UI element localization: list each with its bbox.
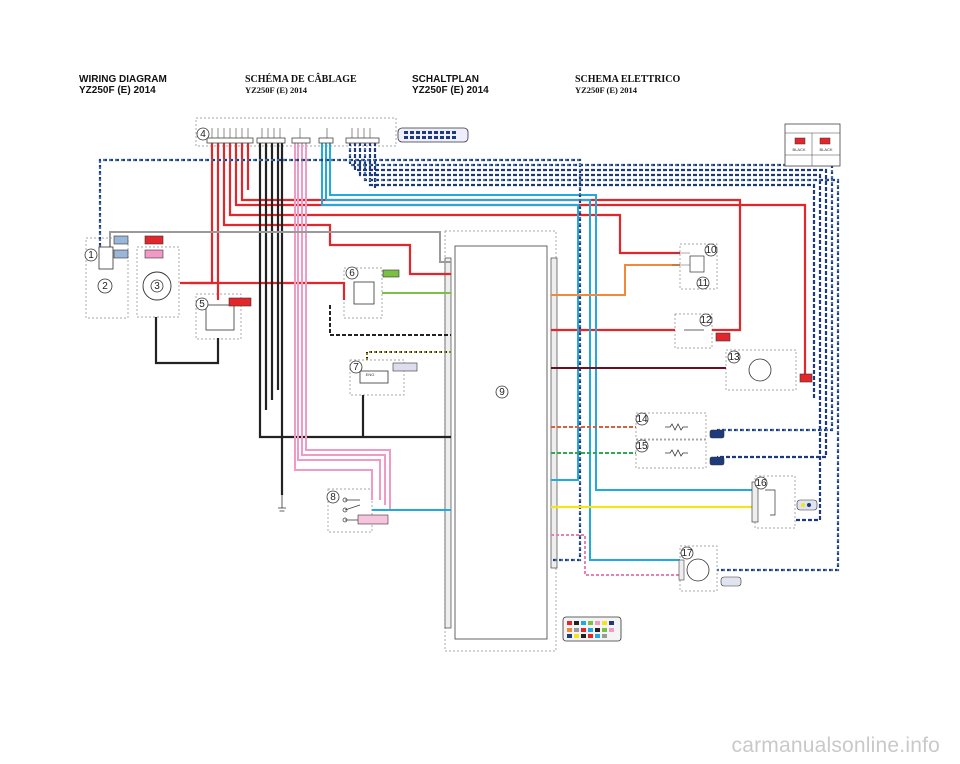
engine-label: ENG	[366, 372, 375, 377]
black-yellow-wire	[366, 351, 451, 360]
relay-box	[679, 243, 718, 290]
badge-7: 7	[349, 360, 363, 374]
pink-dark-wire	[551, 534, 680, 576]
ac-magneto-box	[136, 246, 180, 318]
badge-6: 6	[345, 266, 359, 280]
magneto-coupler	[144, 235, 164, 245]
ecu-body	[454, 245, 548, 640]
switch-8-symbol	[342, 497, 361, 523]
fuel-pump-box	[725, 349, 797, 391]
svg-text:12: 12	[700, 315, 712, 326]
coupler-label-left: BLACK	[792, 147, 805, 152]
badge-16: 16	[754, 476, 768, 490]
svg-text:5: 5	[199, 299, 205, 310]
header-italian-subtitle: YZ250F (E) 2014	[575, 85, 638, 95]
header-italian: SCHEMA ELETTRICO YZ250F (E) 2014	[575, 74, 680, 96]
rectifier-coupler	[228, 297, 252, 307]
badge-1: 1	[84, 248, 98, 262]
ignition-coil-symbol	[665, 449, 688, 457]
main-switch-coupler-2	[113, 249, 129, 259]
ground-symbol	[278, 495, 286, 512]
header-english-subtitle: YZ250F (E) 2014	[79, 85, 156, 96]
tps-coupler	[382, 269, 400, 278]
header-french-subtitle: YZ250F (E) 2014	[245, 85, 308, 95]
number-badges: 1 2 3 4 5 6 7 8 9 10 11 12 13 14 15 16 1…	[84, 127, 768, 560]
joint-connector-pins	[206, 137, 380, 144]
header-german-title: SCHALTPLAN	[412, 74, 480, 85]
injector-coupler	[709, 429, 725, 439]
badge-4: 4	[196, 127, 210, 141]
badge-15: 15	[635, 439, 649, 453]
fuel-pump-coupler	[799, 373, 813, 383]
header-german: SCHALTPLAN YZ250F (E) 2014	[412, 74, 489, 96]
svg-text:2: 2	[102, 281, 108, 292]
sensor-17-coupler	[720, 576, 742, 587]
main-switch-coupler	[113, 235, 129, 245]
coupler-legend-box	[784, 123, 841, 167]
main-switch-symbol	[98, 246, 114, 270]
badge-3: 3	[150, 279, 164, 293]
pink-wires	[294, 142, 451, 511]
watermark: carmanualsonline.info	[731, 734, 940, 757]
fuel-pump-symbol	[748, 358, 772, 382]
rectifier-symbol	[205, 304, 235, 331]
badge-8: 8	[326, 490, 340, 504]
sensor-17-symbol	[686, 558, 710, 582]
joint-pin-lines	[211, 128, 371, 138]
header-italian-title: SCHEMA ELETTRICO	[575, 74, 681, 85]
header-french: SCHÉMA DE CÂBLAGE YZ250F (E) 2014	[245, 74, 357, 96]
svg-text:6: 6	[349, 268, 355, 279]
svg-text:4: 4	[200, 129, 206, 140]
header-french-title: SCHÉMA DE CÂBLAGE	[245, 74, 357, 85]
connector-top-pins	[404, 131, 456, 139]
sensor-box	[349, 359, 405, 396]
gray-wire	[109, 231, 451, 263]
tps-symbol	[353, 281, 375, 305]
ecu-connector-pins	[567, 621, 614, 638]
ecu-left-terminal	[444, 257, 452, 629]
fuse-coupler	[715, 332, 731, 342]
orange-wire	[551, 264, 680, 296]
sky-wires	[321, 142, 755, 561]
badge-12: 12	[699, 313, 713, 327]
relay-symbol	[689, 255, 705, 273]
svg-text:10: 10	[705, 245, 717, 256]
badge-10: 10	[704, 243, 718, 257]
badge-14: 14	[635, 412, 649, 426]
sensor-7-coupler	[392, 362, 418, 372]
svg-text:13: 13	[728, 352, 740, 363]
svg-text:1: 1	[88, 250, 94, 261]
ecu-right-terminal	[550, 257, 558, 569]
svg-text:8: 8	[330, 492, 336, 503]
svg-text:9: 9	[499, 387, 505, 398]
svg-text:7: 7	[353, 362, 359, 373]
coupler-label-right: BLACK	[819, 147, 832, 152]
injector-coil-symbol	[665, 423, 688, 431]
badge-2: 2	[97, 278, 113, 294]
badge-13: 13	[727, 350, 741, 364]
main-switch-box	[85, 237, 129, 319]
black-wires	[154, 142, 451, 495]
svg-text:11: 11	[698, 278, 709, 289]
multi-pin-connector-top	[397, 127, 469, 143]
header-english-title: WIRING DIAGRAM	[79, 74, 167, 85]
badge-9: 9	[495, 385, 509, 399]
red-wires	[180, 142, 807, 378]
ignition-coupler	[709, 456, 725, 466]
svg-text:17: 17	[681, 548, 693, 559]
switch-8-coupler	[357, 514, 389, 525]
badge-17: 17	[680, 546, 694, 560]
header-english: WIRING DIAGRAM YZ250F (E) 2014	[79, 74, 167, 96]
magneto-coupler-2	[144, 249, 164, 259]
black-white-wire	[329, 305, 451, 336]
header-german-subtitle: YZ250F (E) 2014	[412, 85, 489, 96]
sensor-7-symbol	[359, 370, 389, 384]
svg-text:14: 14	[636, 414, 648, 425]
badge-5: 5	[195, 297, 209, 311]
svg-text:15: 15	[636, 441, 648, 452]
svg-text:16: 16	[755, 478, 767, 489]
svg-text:3: 3	[154, 281, 160, 292]
badge-11: 11	[696, 276, 710, 290]
